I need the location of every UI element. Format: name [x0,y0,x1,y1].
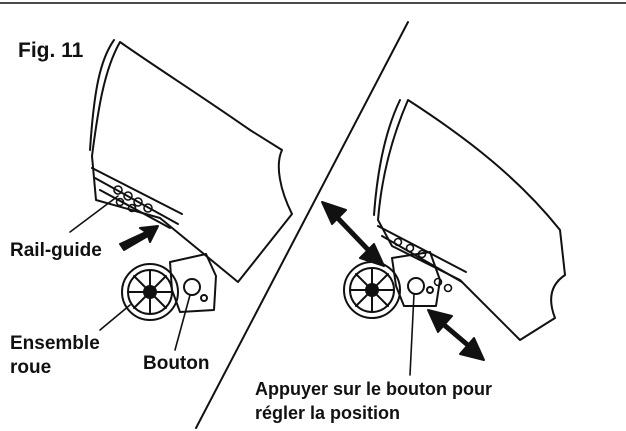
left-stroller-body [91,41,293,283]
left-insert-arrow [119,225,159,251]
right-wheel-icon [343,261,401,319]
label-bouton: Bouton [143,353,210,374]
label-appuyer-line2: régler la position [255,403,401,423]
label-ensemble-line1: Ensemble [10,333,100,354]
left-rail-holes [113,185,153,213]
right-panel [321,99,566,376]
right-bracket [391,251,441,307]
rail-guide-leader [69,195,119,233]
left-panel [69,39,293,351]
label-appuyer-line1: Appuyer sur le bouton pour [255,379,492,399]
right-button-icon [407,277,425,295]
ensemble-leader [99,304,131,331]
label-rail-guide: Rail-guide [10,240,102,261]
appuyer-leader [409,293,415,376]
left-button-icon [183,278,201,296]
left-wheel-icon [121,263,179,321]
label-ensemble-line2: roue [10,357,52,378]
bouton-leader [174,294,191,351]
figure-title: Fig. 11 [18,39,84,62]
right-stroller-body [377,99,566,341]
divider-line [195,21,409,429]
